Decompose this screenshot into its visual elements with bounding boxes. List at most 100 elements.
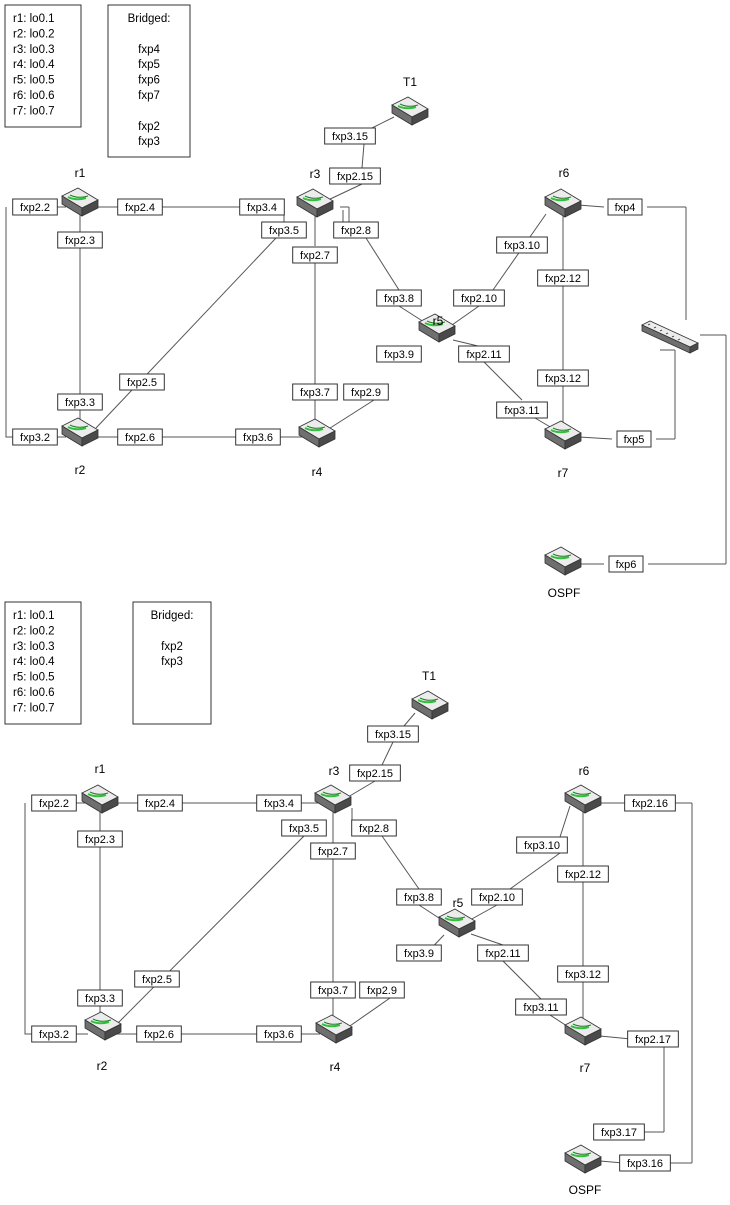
top-loopback-legend-line: r5: lo0.5	[13, 75, 55, 87]
bottom-router-label-t1: T1	[422, 669, 436, 683]
bottom-link-line	[418, 904, 443, 921]
top-router-label-r5: r5	[433, 314, 444, 328]
top-bridged-legend-line: fxp7	[138, 90, 160, 102]
top-router-label-r6: r6	[559, 166, 570, 180]
bottom-router-label-r6: r6	[579, 764, 590, 778]
bottom-interface-label: fxp2.4	[137, 794, 183, 812]
bottom-interface-label: fxp2.2	[31, 794, 77, 812]
top-interface-label-box	[292, 383, 338, 401]
bottom-link-line	[381, 835, 420, 890]
switch-icon	[641, 320, 699, 354]
top-interface-label: fxp2.4	[117, 198, 163, 216]
bottom-interface-label: fxp2.9	[359, 981, 405, 999]
top-link-line	[577, 204, 605, 208]
top-interface-label-text: fxp3.9	[384, 349, 414, 361]
bottom-interface-label-box	[77, 989, 123, 1007]
top-link-line	[578, 436, 613, 440]
top-link-line	[452, 339, 479, 347]
bottom-interface-label-text: fxp3.8	[404, 892, 434, 904]
top-interface-label-box	[117, 428, 163, 446]
bottom-loopback-legend-line: r1: lo0.1	[13, 610, 55, 622]
links-layer	[5, 116, 727, 1164]
bottom-router-r7-icon	[564, 1016, 602, 1046]
top-interface-label: fxp3.9	[376, 345, 422, 363]
bottom-interface-label-box	[256, 1025, 302, 1043]
top-link-line	[451, 305, 480, 326]
bottom-interface-label-box	[281, 819, 327, 837]
top-link-line	[326, 399, 375, 431]
bottom-interface-label-text: fxp2.15	[357, 768, 393, 780]
top-interface-label: fxp4	[607, 198, 643, 216]
bottom-interface-label-text: fxp3.4	[264, 798, 294, 810]
top-interface-label-box	[616, 430, 652, 448]
top-interface-label-text: fxp3.12	[545, 373, 581, 385]
bottom-link-line	[347, 780, 376, 798]
bottom-link-line	[403, 712, 416, 727]
bottom-loopback-legend-line: r4: lo0.4	[13, 656, 55, 668]
top-link-line	[5, 207, 14, 438]
top-interface-label: fxp6	[608, 555, 644, 573]
bottom-interface-label-box	[310, 842, 356, 860]
top-interface-label: fxp3.6	[235, 428, 281, 446]
top-interface-label-box	[376, 289, 422, 307]
bottom-interface-label: fxp3.9	[396, 944, 442, 962]
bottom-loopback-legend-line: r5: lo0.5	[13, 672, 55, 684]
bottom-interface-label: fxp2.11	[477, 944, 529, 962]
top-interface-label-box	[537, 369, 589, 387]
bottom-interface-label: fxp2.16	[624, 794, 676, 812]
bottom-bridged-legend-line: fxp2	[161, 641, 183, 653]
bottom-link-line	[559, 805, 571, 838]
top-interface-label-box	[12, 198, 58, 216]
top-interface-label: fxp3.5	[261, 221, 307, 239]
top-link-line	[325, 183, 363, 202]
bottom-interface-label-box	[256, 794, 302, 812]
top-interface-label-box	[261, 221, 307, 239]
top-interface-label: fxp5	[616, 430, 652, 448]
bottom-router-label-r1: r1	[95, 762, 106, 776]
top-interface-label-box	[607, 198, 643, 216]
top-interface-label-box	[12, 428, 58, 446]
bottom-loopback-legend-frame	[4, 601, 82, 725]
bottom-interface-label-text: fxp3.9	[404, 948, 434, 960]
bottom-interface-label-box	[627, 1030, 679, 1048]
bottom-loopback-legend-line: r7: lo0.7	[13, 702, 55, 714]
top-bridged-legend-line: fxp2	[138, 121, 160, 133]
top-interface-label: fxp3.12	[537, 369, 589, 387]
bottom-interface-label-text: fxp3.5	[289, 823, 319, 835]
top-interface-label: fxp2.7	[292, 246, 338, 264]
bottom-interface-label-text: fxp2.4	[145, 798, 175, 810]
bottom-interface-label-text: fxp2.9	[367, 985, 397, 997]
top-interface-label-text: fxp2.9	[351, 387, 381, 399]
top-interface-label-text: fxp3.4	[247, 202, 277, 214]
bottom-interface-label-text: fxp2.3	[85, 834, 115, 846]
top-interface-label-text: fxp2.8	[341, 225, 371, 237]
bottom-link-line	[599, 1035, 632, 1040]
top-interface-label-box	[235, 428, 281, 446]
top-interface-label: fxp3.3	[57, 393, 103, 411]
top-router-r3-icon	[296, 188, 334, 218]
top-interface-label-box	[57, 393, 103, 411]
bottom-interface-label: fxp2.5	[134, 970, 180, 988]
top-interface-label-box	[333, 221, 379, 239]
top-interface-label-text: fxp2.10	[461, 293, 497, 305]
bottom-interface-label-text: fxp3.17	[601, 1127, 637, 1139]
bottom-interface-label-box	[396, 888, 442, 906]
top-router-label-r7: r7	[558, 466, 569, 480]
top-bridged-legend-line: fxp3	[138, 136, 160, 148]
top-interface-label: fxp2.15	[329, 167, 381, 185]
bottom-interface-label-text: fxp2.10	[479, 892, 515, 904]
top-link-line	[365, 237, 400, 291]
bottom-router-t1-icon	[411, 690, 449, 720]
top-interface-label-box	[292, 246, 338, 264]
top-router-r1-icon	[61, 187, 99, 217]
bottom-interface-label-box	[136, 1025, 182, 1043]
top-interface-label-text: fxp3.5	[269, 225, 299, 237]
top-loopback-legend-frame	[4, 4, 82, 128]
bottom-interface-label-box	[515, 998, 567, 1016]
top-bridged-legend-line: fxp4	[138, 44, 160, 56]
top-loopback-legend-line: r6: lo0.6	[13, 90, 55, 102]
bottom-link-line	[470, 933, 504, 946]
bottom-interface-label-text: fxp2.12	[565, 869, 601, 881]
top-interface-label-text: fxp2.3	[65, 235, 95, 247]
